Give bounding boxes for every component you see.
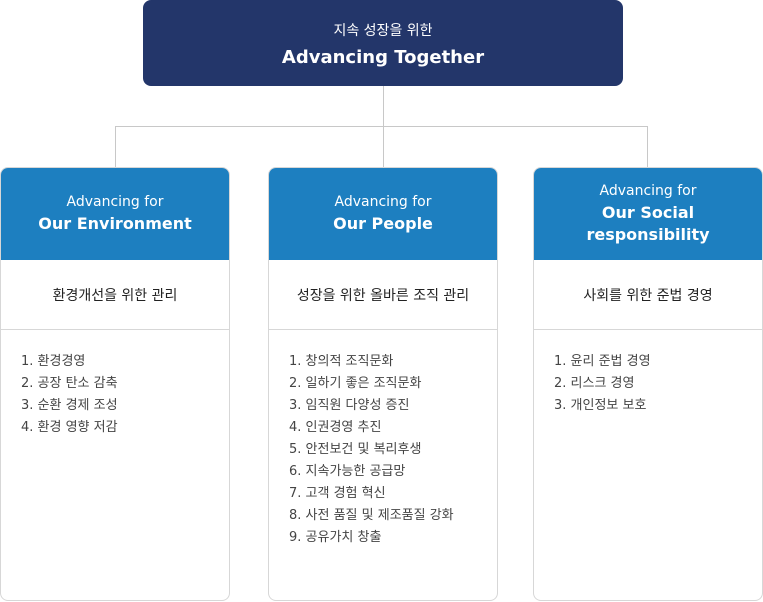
column-title: Our People <box>333 214 433 233</box>
column-item-list: 1. 환경경영 2. 공장 탄소 감축 3. 순환 경제 조성 4. 환경 영향… <box>1 330 229 439</box>
connector-vertical-middle <box>383 126 384 167</box>
connector-vertical-root <box>383 86 384 127</box>
list-item: 2. 일하기 좋은 조직문화 <box>289 376 422 391</box>
column-header: Advancing for Our Social responsibility <box>534 168 762 260</box>
list-item: 1. 창의적 조직문화 <box>289 354 394 369</box>
column-people: Advancing for Our People 성장을 위한 올바른 조직 관… <box>268 167 498 601</box>
column-subtitle: 사회를 위한 준법 경영 <box>534 260 762 330</box>
column-title: Our Social responsibility <box>586 203 710 244</box>
column-item-list: 1. 창의적 조직문화 2. 일하기 좋은 조직문화 3. 임직원 다양성 증진… <box>269 330 497 549</box>
list-item: 4. 인권경영 추진 <box>289 420 382 435</box>
root-title: Advancing Together <box>281 47 485 68</box>
list-item: 5. 안전보건 및 복리후생 <box>289 442 422 457</box>
list-item: 3. 임직원 다양성 증진 <box>289 398 410 413</box>
list-item: 4. 환경 영향 저감 <box>21 420 118 435</box>
list-item: 7. 고객 경험 혁신 <box>289 486 386 501</box>
connector-horizontal <box>115 126 648 127</box>
column-header: Advancing for Our People <box>269 168 497 260</box>
column-item-list: 1. 윤리 준법 경영 2. 리스크 경영 3. 개인정보 보호 <box>534 330 762 417</box>
column-prefix: Advancing for <box>599 183 697 199</box>
column-subtitle: 성장을 위한 올바른 조직 관리 <box>269 260 497 330</box>
list-item: 9. 공유가치 창출 <box>289 530 382 545</box>
list-item: 3. 순환 경제 조성 <box>21 398 118 413</box>
list-item: 8. 사전 품질 및 제조품질 강화 <box>289 508 454 523</box>
list-item: 1. 윤리 준법 경영 <box>554 354 651 369</box>
list-item: 6. 지속가능한 공급망 <box>289 464 406 479</box>
column-prefix: Advancing for <box>334 194 432 210</box>
connector-vertical-left <box>115 126 116 167</box>
root-node: 지속 성장을 위한 Advancing Together <box>143 0 623 86</box>
list-item: 2. 공장 탄소 감축 <box>21 376 118 391</box>
list-item: 3. 개인정보 보호 <box>554 398 647 413</box>
connector-vertical-right <box>647 126 648 167</box>
column-title: Our Environment <box>38 214 192 233</box>
column-prefix: Advancing for <box>66 194 164 210</box>
list-item: 2. 리스크 경영 <box>554 376 635 391</box>
root-subtitle: 지속 성장을 위한 <box>333 23 433 39</box>
column-environment: Advancing for Our Environment 환경개선을 위한 관… <box>0 167 230 601</box>
column-social: Advancing for Our Social responsibility … <box>533 167 763 601</box>
list-item: 1. 환경경영 <box>21 354 86 369</box>
column-header: Advancing for Our Environment <box>1 168 229 260</box>
column-subtitle: 환경개선을 위한 관리 <box>1 260 229 330</box>
